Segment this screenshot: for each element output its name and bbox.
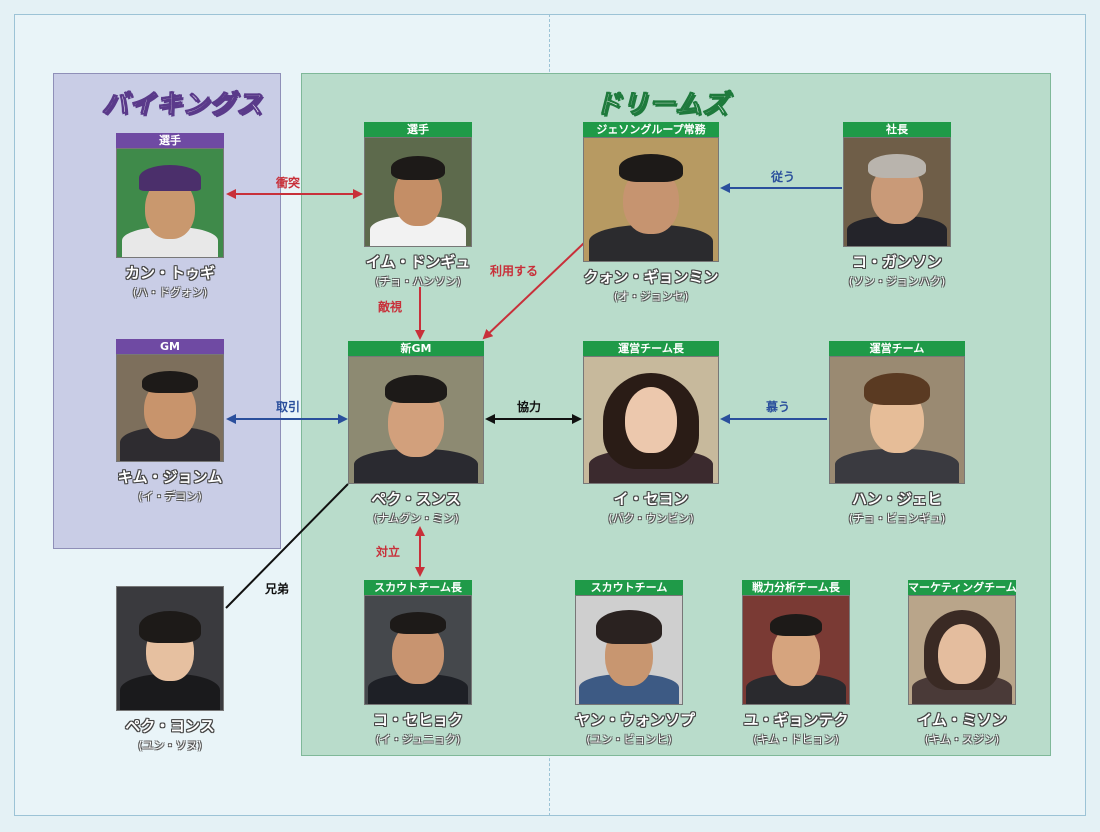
conflict-label: 対立: [376, 545, 401, 559]
character-card-yang-wonseop: スカウトチーム ヤン・ウォンソプ (ユン・ビョンヒ): [575, 580, 696, 747]
role-badge: スカウトチーム: [575, 580, 683, 595]
follow-label: 従う: [771, 170, 796, 184]
role-badge: 運営チーム: [829, 341, 965, 356]
character-card-yu-kyungtaek: 戦力分析チーム長 ユ・ギョンテク (キム・ドヒョン): [742, 580, 850, 747]
actor-name: (イ・デヨン): [138, 490, 202, 503]
character-photo: [348, 356, 484, 484]
character-photo: [575, 595, 683, 705]
role-badge: マーケティングチーム長: [908, 580, 1016, 595]
character-name: イム・ミソン: [917, 711, 1007, 729]
character-card-kwon-kyungmin: ジェソングループ常務 クォン・ギョンミン (オ・ジョンセ): [583, 122, 719, 304]
character-photo: [908, 595, 1016, 705]
character-name: ユ・ギョンテク: [743, 711, 849, 729]
character-photo: [829, 356, 965, 484]
actor-name: (パク・ウンビン): [608, 512, 694, 525]
character-card-ko-kangson: 社長 コ・ガンソン (ソン・ジョンハク): [843, 122, 951, 289]
actor-name: (キム・スジン): [924, 733, 1000, 746]
role-badge: GM: [116, 339, 224, 354]
admire-label: 慕う: [766, 400, 791, 414]
character-photo: [116, 586, 224, 711]
vikings-team-title: バイキングス: [101, 90, 264, 121]
character-card-ko-sehyuk: スカウトチーム長 コ・セヒョク (イ・ジュニョク): [364, 580, 472, 747]
character-photo: [116, 354, 224, 462]
character-name: ハン・ジェヒ: [851, 490, 942, 508]
actor-name: (ナムグン・ミン): [373, 512, 459, 525]
use-label: 利用する: [490, 264, 539, 278]
actor-name: (ソン・ジョンハク): [848, 275, 946, 288]
character-card-han-jaehee: 運営チーム ハン・ジェヒ (チョ・ビョンギュ): [829, 341, 965, 526]
character-photo: [843, 137, 951, 247]
deal-label: 取引: [276, 400, 301, 414]
clash-label: 衝突: [276, 176, 301, 190]
brothers-line: [225, 483, 349, 609]
character-card-lee-seyoung: 運営チーム長 イ・セヨン (パク・ウンビン): [583, 341, 719, 526]
character-name: ヤン・ウォンソプ: [575, 711, 696, 729]
role-badge: 選手: [364, 122, 472, 137]
role-badge: スカウトチーム長: [364, 580, 472, 595]
brothers-label: 兄弟: [265, 582, 290, 596]
character-card-lim-dongkyu: 選手 イム・ドンギュ (チョ・ハンソン): [364, 122, 472, 289]
cooperate-label: 協力: [517, 400, 542, 414]
dreams-team-title: ドリームズ: [594, 90, 730, 121]
character-name: キム・ジョンム: [117, 468, 223, 486]
actor-name: (ユン・ソヌ): [138, 739, 202, 752]
character-name: コ・ガンソン: [851, 253, 942, 271]
role-badge: 新GM: [348, 341, 484, 356]
character-card-kang-dugi: 選手 カン・トゥギ (ハ・ドグォン): [116, 133, 224, 300]
actor-name: (チョ・ハンソン): [375, 275, 461, 288]
character-name: ペク・ヨンス: [125, 717, 215, 735]
character-name: ペク・スンス: [371, 490, 461, 508]
character-photo: [364, 137, 472, 247]
actor-name: (ユン・ビョンヒ): [586, 733, 672, 746]
character-name: イ・セヨン: [613, 490, 689, 508]
actor-name: (チョ・ビョンギュ): [848, 512, 946, 525]
character-card-baek-yongsu: ペク・ヨンス (ユン・ソヌ): [116, 586, 224, 753]
character-name: イム・ドンギュ: [365, 253, 471, 271]
actor-name: (イ・ジュニョク): [375, 733, 461, 746]
character-name: カン・トゥギ: [124, 264, 215, 282]
actor-name: (キム・ドヒョン): [753, 733, 839, 746]
role-badge: 戦力分析チーム長: [742, 580, 850, 595]
character-photo: [583, 356, 719, 484]
character-photo: [583, 137, 719, 262]
role-badge: 選手: [116, 133, 224, 148]
character-photo: [116, 148, 224, 258]
actor-name: (オ・ジョンセ): [613, 290, 689, 303]
use-arrow: [482, 242, 585, 340]
role-badge: ジェソングループ常務: [583, 122, 719, 137]
role-badge: 運営チーム長: [583, 341, 719, 356]
character-photo: [742, 595, 850, 705]
character-card-baek-seungsu: 新GM ペク・スンス (ナムグン・ミン): [348, 341, 484, 526]
role-badge: 社長: [843, 122, 951, 137]
character-card-kim-jongmu: GM キム・ジョンム (イ・デヨン): [116, 339, 224, 504]
character-name: クォン・ギョンミン: [583, 268, 719, 286]
character-card-lim-misun: マーケティングチーム長 イム・ミソン (キム・スジン): [908, 580, 1016, 747]
character-name: コ・セヒョク: [372, 711, 463, 729]
actor-name: (ハ・ドグォン): [132, 286, 208, 299]
character-photo: [364, 595, 472, 705]
hostile-label: 敵視: [378, 300, 403, 314]
